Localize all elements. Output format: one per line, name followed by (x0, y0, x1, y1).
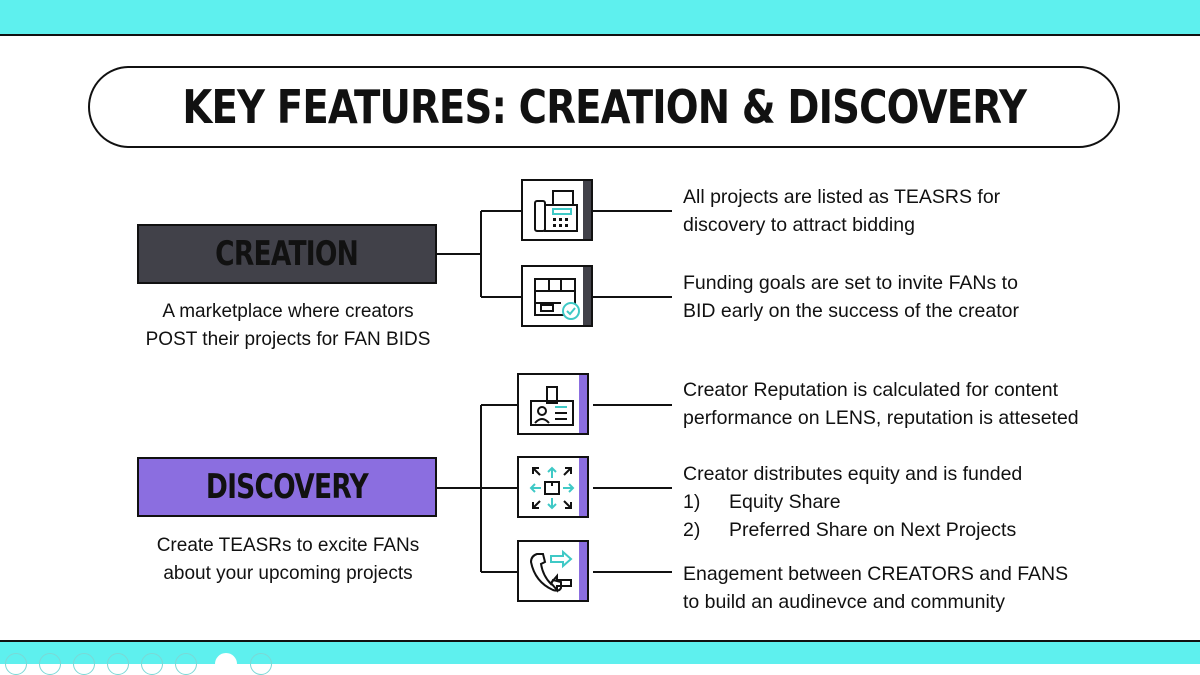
feature-4-line1: Creator distributes equity and is funded (683, 463, 1023, 485)
feature-5-line1: Enagement between CREATORS and FANS (683, 563, 1069, 585)
feature-2-line2: BID early on the success of the creator (683, 300, 1019, 322)
slide-dot[interactable] (250, 653, 272, 675)
feature-1-line2: discovery to attract bidding (683, 214, 915, 236)
package-check-icon (534, 278, 580, 320)
item-number: 1) (683, 491, 701, 513)
title-banner: KEY FEATURES: CREATION & DISCOVERY (88, 66, 1120, 148)
slide-dot[interactable] (141, 653, 163, 675)
creation-desc-line2: POST their projects for FAN BIDS (120, 326, 456, 354)
accent-strip (583, 267, 591, 325)
desc-start: Create TEASRs to excite (156, 535, 373, 556)
discovery-description: Create TEASRs to excite FANs about your … (120, 532, 456, 588)
feature-2-line1: Funding goals are set to invite FANs to (683, 272, 1018, 294)
slide-dot[interactable] (39, 653, 61, 675)
slide-dot[interactable] (5, 653, 27, 675)
creation-label: CREATION (215, 234, 360, 274)
feature-icon-box-3 (517, 373, 589, 435)
box-distribute-icon (529, 466, 575, 510)
slide-dot[interactable] (175, 653, 197, 675)
feature-3: Creator Reputation is calculated for con… (683, 376, 1079, 432)
item-text: Equity Share (729, 491, 841, 513)
id-badge-icon (530, 386, 574, 426)
accent-strip (579, 542, 587, 600)
feature-1-line1: All projects are listed as TEASRS for (683, 186, 1001, 208)
feature-5: Enagement between CREATORS and FANS to b… (683, 560, 1068, 616)
slide-dot[interactable] (73, 653, 95, 675)
phone-exchange-icon (529, 549, 573, 593)
feature-icon-box-1 (521, 179, 593, 241)
feature-1: All projects are listed as TEASRS for di… (683, 183, 1000, 239)
feature-icon-box-5 (517, 540, 589, 602)
accent-strip (583, 181, 591, 239)
page-title: KEY FEATURES: CREATION & DISCOVERY (182, 80, 1027, 134)
creation-box: CREATION (137, 224, 437, 284)
creation-desc-line1: A marketplace where creators (162, 301, 414, 322)
slide-dot-active[interactable] (215, 653, 237, 675)
feature-5-line2: to build an audinevce and community (683, 591, 1005, 613)
feature-4-item-1: 1) Equity Share (683, 488, 1022, 516)
post-word: POST (145, 329, 198, 350)
desc-middle: their projects for (197, 329, 344, 350)
feature-4-item-2: 2) Preferred Share on Next Projects (683, 516, 1022, 544)
feature-3-line1: Creator Reputation is calculated for con… (683, 379, 1059, 401)
accent-strip (579, 375, 587, 433)
fans-word: FANs (372, 535, 420, 556)
fan-bids-word: FAN BIDS (343, 329, 431, 350)
bottom-band (0, 640, 1200, 664)
top-band (0, 0, 1200, 36)
fax-machine-icon (534, 190, 578, 232)
creation-description: A marketplace where creators POST their … (120, 298, 456, 354)
discovery-desc-line2: about your upcoming projects (163, 563, 413, 584)
feature-3-line2: performance on LENS, reputation is attes… (683, 407, 1079, 429)
discovery-box: DISCOVERY (137, 457, 437, 517)
item-number: 2) (683, 519, 701, 541)
feature-icon-box-4 (517, 456, 589, 518)
slide-dot[interactable] (107, 653, 129, 675)
item-text: Preferred Share on Next Projects (729, 519, 1017, 541)
feature-icon-box-2 (521, 265, 593, 327)
feature-4: Creator distributes equity and is funded… (683, 460, 1022, 544)
feature-2: Funding goals are set to invite FANs to … (683, 269, 1019, 325)
accent-strip (579, 458, 587, 516)
discovery-desc-line1: Create TEASRs to excite FANs (120, 532, 456, 560)
discovery-label: DISCOVERY (205, 467, 369, 507)
